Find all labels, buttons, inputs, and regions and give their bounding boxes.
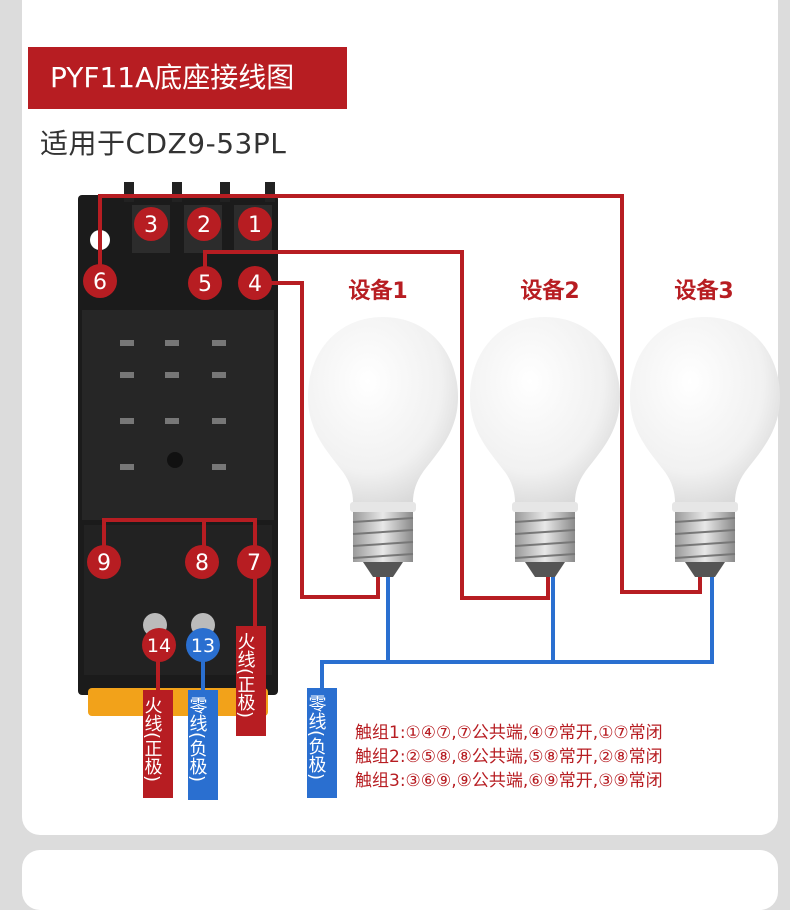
terminal-8: 8 [195,551,209,576]
contact-group-1: 触组1:①④⑦,⑦公共端,④⑦常开,①⑦常闭 [355,723,663,743]
tag-neutral-bulbs [307,688,337,798]
terminal-13: 13 [191,635,215,657]
tag-neutral-terminal-13 [188,690,218,800]
wire-terminal-5-to-device-2 [203,250,550,600]
wire-terminal-6-to-device-3 [98,194,702,594]
wiring-diagram: 设备1 设备2 设备3 1 2 3 4 5 6 7 8 9 14 13 火线(正… [78,182,780,800]
tag-neutral-bulbs-text: 零线(负极) [306,694,327,780]
terminal-14: 14 [147,635,171,657]
terminal-9: 9 [97,551,111,576]
tag-live-terminal-14 [143,690,173,798]
tag-live-terminal-14-text: 火线(正极) [142,696,163,782]
terminal-markers: 1 2 3 4 5 6 7 8 9 14 13 [83,207,272,662]
contact-group-3: 触组3:③⑥⑨,⑨公共端,⑥⑨常开,③⑨常闭 [355,771,663,791]
tag-live-terminal-7-text: 火线(正极) [235,632,256,718]
live-wires [98,194,702,690]
terminal-2: 2 [197,213,211,238]
page-title: PYF11A底座接线图 [28,47,347,109]
terminal-3: 3 [144,213,158,238]
terminal-7: 7 [247,551,261,576]
tag-neutral-terminal-13-text: 零线(负极) [187,696,208,782]
terminal-6: 6 [93,270,107,295]
wire-terminal-4-to-device-1 [255,281,380,599]
light-bulb-icon [630,316,780,578]
terminal-1: 1 [248,213,262,238]
device-3-label: 设备3 [674,278,733,304]
contact-group-2: 触组2:②⑤⑧,⑧公共端,⑤⑧常开,②⑧常闭 [355,747,663,767]
neutral-wires [201,570,714,690]
page-subtitle: 适用于CDZ9-53PL [40,127,287,160]
wire-tags: 火线(正极) 火线(正极) 零线(负极) 零线(负极) [142,626,337,800]
light-bulb-icon [308,316,458,578]
common-jumper-wire [102,518,257,560]
terminal-4: 4 [248,272,262,297]
terminal-5: 5 [198,272,212,297]
device-1-label: 设备1 [348,278,407,304]
light-bulb-icon [470,316,620,578]
device-2-label: 设备2 [520,278,579,304]
tag-live-terminal-7 [236,626,266,736]
